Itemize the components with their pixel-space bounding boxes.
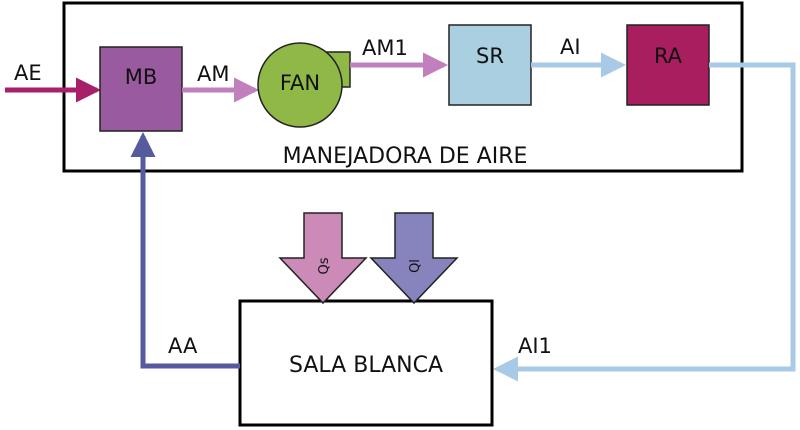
mb-node: [99, 46, 183, 132]
ai1-flow-label: AI1: [518, 334, 552, 358]
sala-blanca-label: SALA BLANCA: [289, 353, 443, 378]
ql-load-arrow: [369, 212, 459, 305]
sr-node: [448, 24, 532, 106]
sr-node-label: SR: [476, 44, 504, 68]
am1-flow-label: AM1: [362, 36, 408, 60]
qs-load-label: Qs: [317, 257, 332, 274]
ql-load-label: Ql: [408, 259, 423, 273]
fan-node-label: FAN: [280, 71, 320, 95]
ra-node: [626, 24, 710, 106]
air-handler-label: MANEJADORA DE AIRE: [283, 144, 528, 169]
ai-flow-label: AI: [560, 35, 581, 59]
am-flow-label: AM: [197, 62, 229, 86]
ai1-flow-arrow: [492, 62, 796, 382]
aa-flow-label: AA: [168, 334, 198, 358]
qs-load-arrow: [278, 212, 368, 305]
ra-node-label: RA: [654, 44, 683, 68]
aa-flow-arrow: [130, 131, 240, 369]
fan-node: [257, 42, 343, 128]
air-handler-enclosure: [62, 1, 744, 173]
sala-blanca-room: [238, 299, 494, 427]
ae-flow-label: AE: [14, 61, 42, 85]
mb-node-label: MB: [125, 65, 158, 89]
